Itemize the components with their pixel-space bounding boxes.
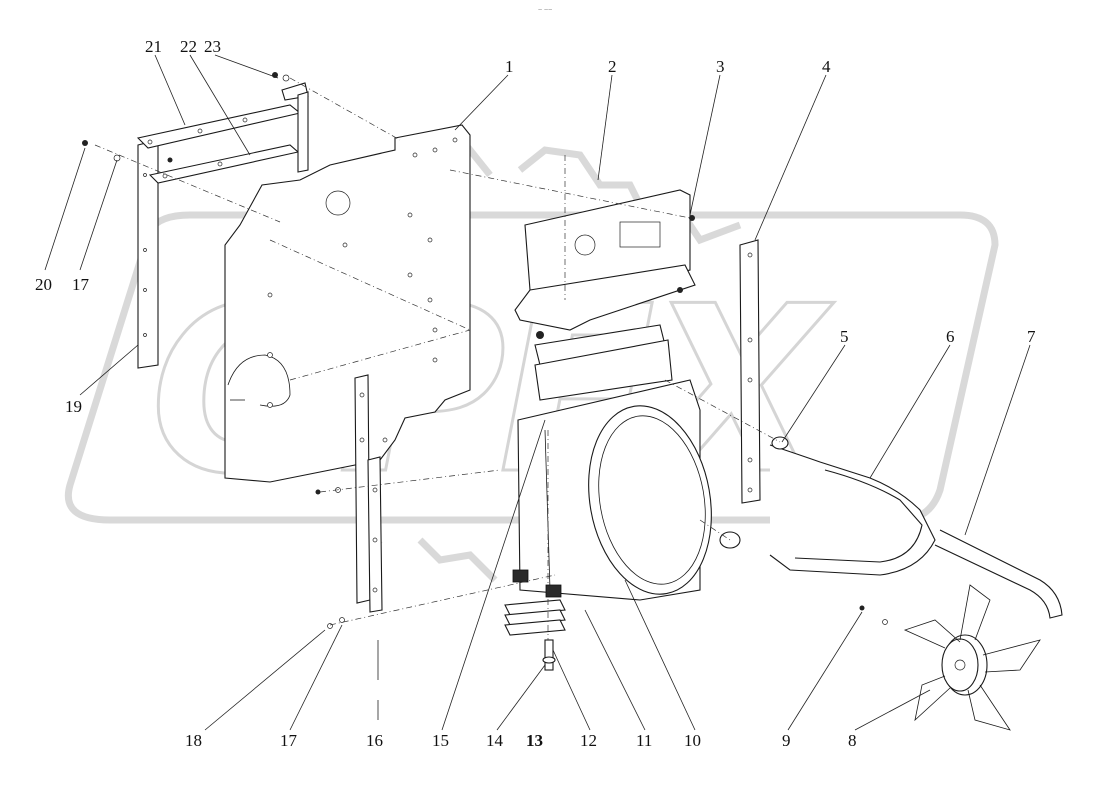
callout-14: 14 [486,731,504,750]
callout-4: 4 [822,57,831,76]
callout-2: 2 [608,57,617,76]
callout-6: 6 [946,327,955,346]
callout-20: 20 [35,275,52,294]
header-mark: ~ ~~ [538,7,552,14]
callout-3: 3 [716,57,725,76]
callout-13: 13 [526,731,543,750]
callout-9: 9 [782,731,791,750]
callout-10: 10 [684,731,701,750]
part-16-vertical-bar [354,374,383,613]
part-10-fan-shroud [588,405,712,595]
callout-1: 1 [505,57,514,76]
callout-19: 19 [65,397,82,416]
hoses [719,436,1063,619]
part-4-vertical-bar [739,239,761,504]
callout-15: 15 [432,731,449,750]
callout-21: 21 [145,37,162,56]
callout-8: 8 [848,731,857,750]
callout-7: 7 [1027,327,1036,346]
callout-18: 18 [185,731,202,750]
part-2-bracket [514,189,696,339]
callout-12: 12 [580,731,597,750]
leader-lines [44,54,1031,731]
callout-16: 16 [366,731,383,750]
callout-23: 23 [204,37,221,56]
callout-labels: 1 2 3 4 5 6 7 8 9 10 11 12 13 14 15 16 1… [35,37,1036,750]
part-19-left-plate [137,139,159,369]
callout-11: 11 [636,731,652,750]
callout-17-lower: 17 [280,731,298,750]
projection-lines [94,77,781,640]
mount-blocks [504,569,566,671]
watermark-badge [65,211,999,524]
part-8-fan [903,584,1041,731]
callout-17-upper: 17 [72,275,90,294]
callout-22: 22 [180,37,197,56]
callout-5: 5 [840,327,849,346]
part-21-strip [136,104,302,149]
part-1-side-panel [224,124,471,483]
